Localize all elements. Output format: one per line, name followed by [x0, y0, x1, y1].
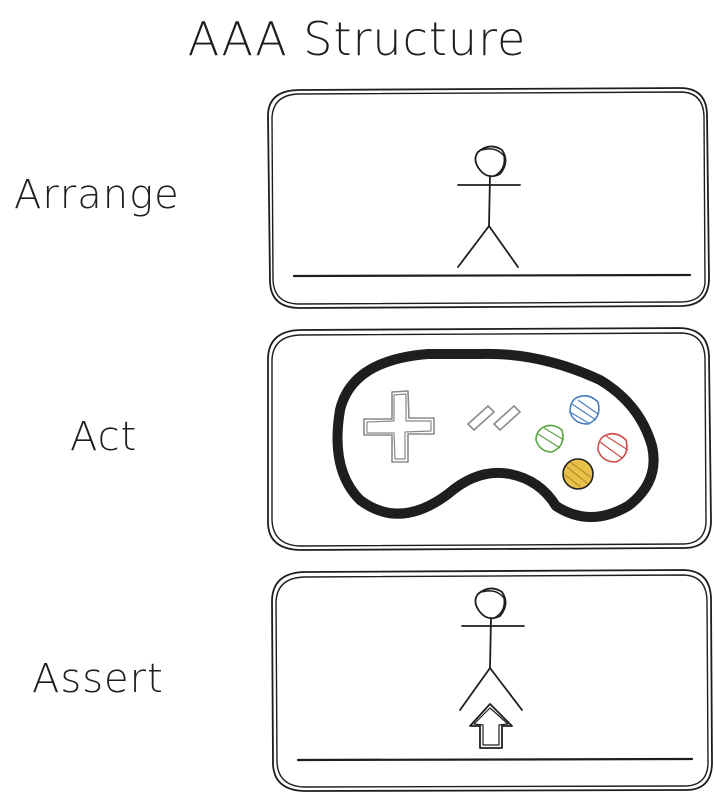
step-label-act: Act — [70, 414, 138, 460]
dpad-icon — [363, 390, 435, 463]
assert-panel-border — [271, 569, 713, 792]
step-label-arrange: Arrange — [14, 172, 180, 218]
assert-ground-line — [296, 757, 694, 762]
game-controller-icon — [332, 348, 659, 522]
arrange-panel-border — [267, 87, 710, 309]
green-button-icon — [535, 424, 565, 453]
start-button-icon — [492, 404, 522, 432]
raised-stick-figure-icon — [459, 587, 525, 711]
stick-figure-icon — [457, 145, 521, 268]
assert-panel — [271, 569, 713, 792]
arrange-panel — [267, 87, 710, 309]
up-arrow-icon — [469, 703, 513, 749]
blue-button-icon — [569, 394, 600, 425]
diagram-title: AAA Structure — [187, 12, 527, 66]
arrange-ground-line — [292, 273, 692, 278]
red-button-icon — [597, 432, 629, 463]
yellow-button-icon — [562, 458, 594, 490]
step-label-assert: Assert — [32, 656, 164, 702]
act-panel — [267, 327, 712, 551]
act-panel-border — [267, 327, 712, 551]
select-button-icon — [466, 404, 496, 432]
